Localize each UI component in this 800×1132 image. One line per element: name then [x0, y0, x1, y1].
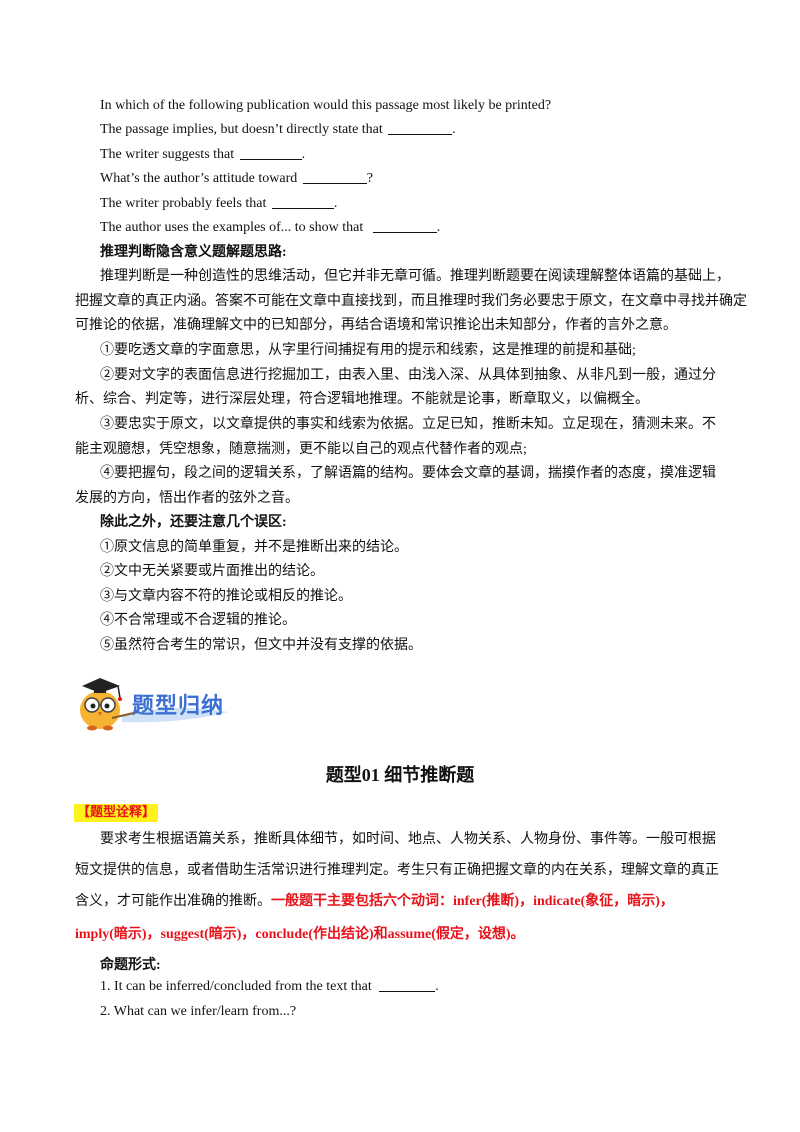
mascot-owl-icon	[80, 678, 228, 731]
explanation-line: imply(暗示)，suggest(暗示)，conclude(作出结论)和ass…	[75, 925, 525, 945]
approach-paragraph-line: 把握文章的真正内涵。答案不可能在文章中直接找到，而且推理时我们务必要忠于原文，在…	[75, 294, 747, 309]
caution-item: ③与文章内容不符的推论或相反的推论。	[100, 589, 352, 604]
point-line: ④要把握句，段之间的逻辑关系，了解语篇的结构。要体会文章的基调，揣摸作者的态度，…	[100, 466, 716, 481]
answer-blank	[239, 145, 302, 160]
caution-item: ①原文信息的简单重复，并不是推断出来的结论。	[100, 540, 408, 555]
section-banner: 题型归纳	[70, 672, 230, 734]
answer-blank	[302, 169, 367, 184]
form-heading: 命题形式:	[100, 958, 161, 973]
highlight-verbs: imply(暗示)，suggest(暗示)，conclude(作出结论)和ass…	[75, 927, 525, 942]
point-line: ②要对文字的表面信息进行挖掘加工，由表入里、由浅入深、从具体到抽象、从非凡到一般…	[100, 368, 716, 383]
highlight-verbs: 一般题干主要包括六个动词：infer(推断)，indicate(象征，暗示)，	[271, 894, 674, 909]
caution-heading: 除此之外，还要注意几个误区:	[100, 515, 287, 530]
caution-item: ②文中无关紧要或片面推出的结论。	[100, 564, 324, 579]
form-item: 2. What can we infer/learn from...?	[100, 1004, 297, 1019]
question-stem: The writer probably feels that .	[100, 194, 338, 211]
point-line: 析、综合、判定等，进行深层处理，符合逻辑地推理。不能就是论事，断章取义，以偏概全…	[75, 392, 649, 407]
answer-blank	[372, 218, 437, 233]
point-line: ③要忠实于原文，以文章提供的事实和线索为依据。立足已知，推断未知。立足现在，猜测…	[100, 417, 716, 432]
caution-item: ⑤虽然符合考生的常识，但文中并没有支撑的依据。	[100, 638, 422, 653]
explanation-line: 短文提供的信息，或者借助生活常识进行推理判定。考生只有正确把握文章的内在关系，理…	[75, 863, 719, 878]
question-stem: In which of the following publication wo…	[100, 98, 552, 113]
approach-paragraph-line: 推理判断是一种创造性的思维活动，但它并非无章可循。推理判断题要在阅读理解整体语篇…	[100, 269, 730, 284]
approach-paragraph-line: 可推论的依据，准确理解文中的已知部分，再结合语境和常识推论出未知部分，作者的言外…	[75, 318, 677, 333]
section-title: 题型01 细节推断题	[325, 765, 475, 785]
answer-blank	[271, 194, 334, 209]
banner-label: 题型归纳	[132, 694, 225, 719]
type-explanation-tag: 【题型诠释】	[74, 804, 159, 822]
question-stem: The author uses the examples of... to sh…	[100, 218, 441, 235]
answer-blank	[379, 977, 436, 992]
explanation-line: 要求考生根据语篇关系，推断具体细节，如时间、地点、人物关系、人物身份、事件等。一…	[100, 832, 716, 847]
approach-heading: 推理判断隐含意义题解题思路:	[100, 245, 287, 260]
explanation-line: 含义，才可能作出准确的推断。一般题干主要包括六个动词：infer(推断)，ind…	[75, 894, 674, 909]
caution-item: ④不合常理或不合逻辑的推论。	[100, 613, 296, 628]
point-line: 能主观臆想，凭空想象，随意揣测，更不能以自己的观点代替作者的观点;	[75, 442, 527, 457]
question-stem: The passage implies, but doesn’t directl…	[100, 120, 456, 137]
point-line: ①要吃透文章的字面意思，从字里行间捕捉有用的提示和线索，这是推理的前提和基础;	[100, 343, 636, 358]
point-line: 发展的方向，悟出作者的弦外之音。	[75, 491, 299, 506]
answer-blank	[388, 120, 453, 135]
question-stem: What’s the author’s attitude toward ?	[100, 169, 373, 186]
question-stem: The writer suggests that .	[100, 145, 306, 162]
form-item: 1. It can be inferred/concluded from the…	[100, 977, 439, 994]
